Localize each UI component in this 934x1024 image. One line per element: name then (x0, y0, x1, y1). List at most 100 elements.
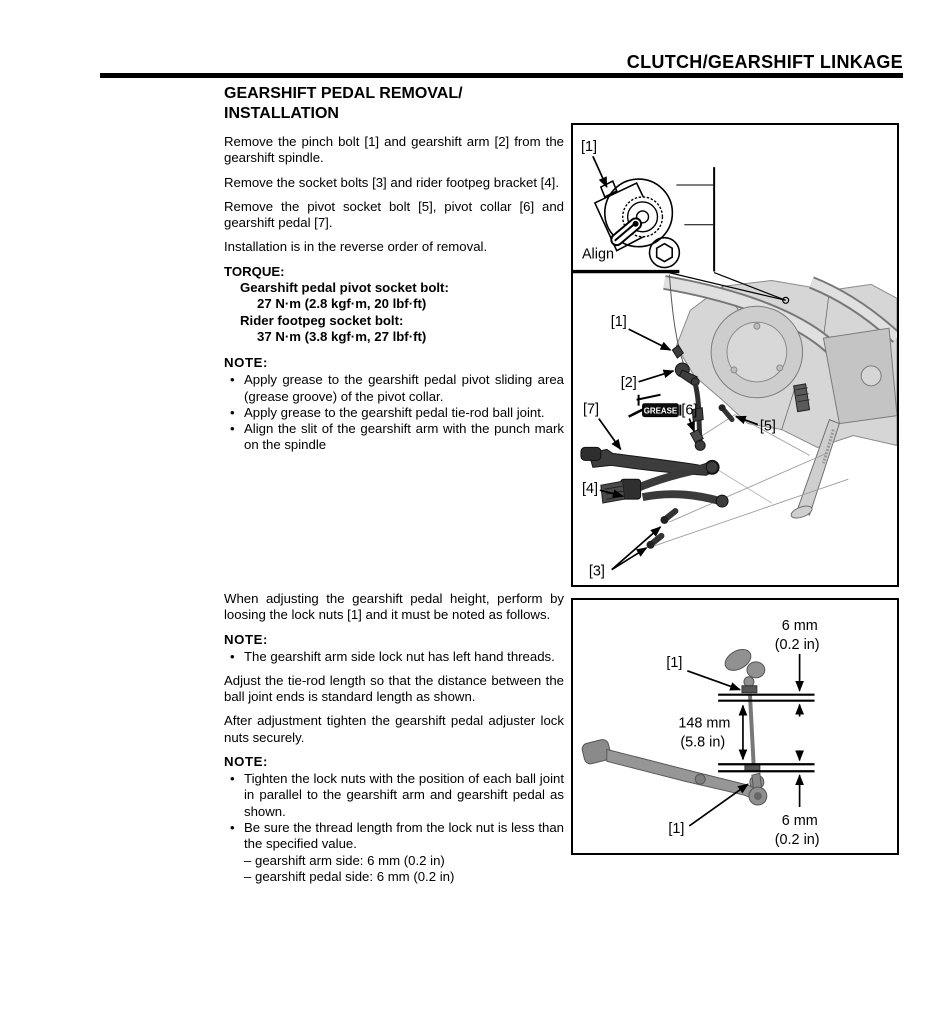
footrest-bracket-plate (822, 327, 897, 425)
spindle-axis-curve (668, 274, 685, 367)
pedal-arm (606, 748, 763, 802)
callout-1-bottom: [1] (668, 821, 684, 837)
callout-2: [2] (621, 375, 637, 391)
note-item: Tighten the lock nuts with the position … (224, 771, 564, 820)
grease-gun-icon (636, 393, 661, 406)
inset-connector-line (668, 271, 786, 301)
bracket-hole (860, 365, 882, 387)
engine-drawing (663, 275, 897, 519)
figure2-svg: 6 mm (0.2 in) [1] 148 mm (5.8 in) [1] 6 … (581, 618, 820, 848)
paragraph: Remove the pinch bolt [1] and gearshift … (224, 134, 564, 166)
upper-ball-joint (746, 661, 766, 679)
gearshift-arm-end (724, 649, 752, 671)
dimension-lines (718, 653, 815, 808)
bracket-arm-lower (641, 490, 722, 505)
torque-item-value: 27 N·m (2.8 kgf·m, 20 lbf·ft) (257, 296, 427, 312)
dim-bottom-mm: 6 mm (782, 813, 818, 829)
note-sub-item: – gearshift pedal side: 6 mm (0.2 in) (244, 868, 455, 884)
header-rule (100, 73, 903, 78)
side-stand-foot (790, 505, 813, 519)
pedal-pivot-hole (753, 792, 762, 801)
callout-4: [4] (582, 481, 598, 497)
inset-drawing (573, 167, 786, 301)
section-title-line2: INSTALLATION (224, 105, 339, 122)
note-item: Apply grease to the gearshift pedal tie-… (224, 405, 564, 422)
inset-connector-line (713, 271, 786, 301)
callout-5: [5] (760, 419, 776, 435)
callout-1-top: [1] (666, 655, 682, 671)
figure-gearshift-removal: GREASE [1] Align [1] [2] [7] [6] [5] [4] (571, 123, 899, 587)
section-title-line1: GEARSHIFT PEDAL REMOVAL/ (224, 85, 463, 102)
paragraph: After adjustment tighten the gearshift p… (224, 713, 564, 745)
note-item: Apply grease to the gearshift pedal pivo… (224, 372, 564, 405)
torque-item-name: Gearshift pedal pivot socket bolt: (240, 280, 449, 296)
note-heading: NOTE: (224, 631, 269, 647)
dim-length-mm: 148 mm (678, 715, 730, 731)
bracket-arm-upper (633, 463, 711, 493)
note-item: Be sure the thread length from the lock … (224, 820, 564, 853)
linkage-parts (580, 344, 735, 549)
side-stand-spring (822, 429, 835, 464)
note-list: Apply grease to the gearshift pedal pivo… (224, 372, 564, 453)
torque-heading: TORQUE: (224, 263, 285, 279)
lower-lug (648, 236, 681, 269)
removal-section: GEARSHIFT PEDAL REMOVAL/ INSTALLATION Re… (224, 84, 564, 462)
pinch-bolt-drawing (599, 179, 618, 199)
exploded-axis-lines (654, 274, 849, 547)
hex-bolt (655, 242, 673, 263)
socket-bolt-1-head (660, 516, 669, 524)
tie-rod-adjuster (691, 407, 704, 423)
grease-tag: GREASE (628, 393, 682, 418)
paragraph: Remove the socket bolts [3] and rider fo… (224, 174, 559, 190)
align-label: Align (582, 247, 614, 263)
callout-1-inset: [1] (581, 139, 597, 155)
spindle-location-mark (782, 296, 790, 304)
note-heading: NOTE: (224, 754, 269, 770)
pivot-bolt-head (718, 404, 726, 412)
figure-pedal-adjustment: 6 mm (0.2 in) [1] 148 mm (5.8 in) [1] 6 … (571, 598, 899, 855)
torque-item-value: 37 N·m (3.8 kgf·m, 27 lbf·ft) (257, 328, 427, 344)
pedal-assembly-drawing (581, 649, 768, 806)
arm-head-outline (604, 178, 674, 248)
figure1-svg: GREASE [1] Align [1] [2] [7] [6] [5] [4] (573, 139, 897, 580)
arm-slit-line (614, 223, 636, 242)
pivot-collar (689, 428, 704, 444)
note-heading: NOTE: (224, 355, 269, 371)
pedal-toe (581, 739, 612, 765)
punch-mark (632, 220, 639, 227)
upper-lock-nut (741, 685, 758, 694)
section-title: GEARSHIFT PEDAL REMOVAL/ INSTALLATION (224, 84, 564, 124)
figure2-labels: 6 mm (0.2 in) [1] 148 mm (5.8 in) [1] 6 … (666, 618, 819, 848)
dim-top-in: (0.2 in) (775, 637, 820, 653)
clutch-cover-inner (726, 321, 788, 383)
tie-rod-lower-ball-joint (694, 439, 706, 451)
bracket-boss (715, 494, 729, 508)
tie-rod (747, 693, 756, 770)
adjustment-section: When adjusting the gearshift pedal heigh… (224, 591, 564, 885)
paragraph: Installation is in the reverse order of … (224, 239, 488, 255)
dim-bottom-in: (0.2 in) (775, 832, 820, 848)
dim-top-mm: 6 mm (782, 618, 818, 634)
grease-applicator-line (628, 407, 646, 418)
pinch-bolt-part (671, 344, 684, 359)
dim-length-in: (5.8 in) (680, 734, 725, 750)
callout-6: [6] (681, 403, 697, 419)
callout-3: [3] (589, 564, 605, 580)
torque-item-name: Rider footpeg socket bolt: (240, 312, 404, 328)
paragraph: When adjusting the gearshift pedal heigh… (224, 591, 564, 623)
page-header-title: CLUTCH/GEARSHIFT LINKAGE (626, 52, 903, 72)
pedal-mid-boss (694, 773, 706, 785)
socket-bolt-2-head (646, 540, 655, 549)
note-list: Tighten the lock nuts with the position … (224, 771, 564, 852)
note-list: The gearshift arm side lock nut has left… (224, 649, 564, 666)
pedal-toe (580, 446, 602, 461)
note-sub-item: – gearshift arm side: 6 mm (0.2 in) (244, 852, 445, 868)
paragraph: Remove the pivot socket bolt [5], pivot … (224, 198, 564, 231)
figure1-callouts: [1] Align [1] [2] [7] [6] [5] [4] [3] (581, 139, 776, 579)
note-item: The gearshift arm side lock nut has left… (224, 649, 564, 666)
grease-tag-label: GREASE (644, 407, 678, 416)
torque-spec: TORQUE: Gearshift pedal pivot socket bol… (224, 264, 564, 345)
spindle-hub (635, 210, 650, 224)
paragraph: Adjust the tie-rod length so that the di… (224, 672, 564, 705)
